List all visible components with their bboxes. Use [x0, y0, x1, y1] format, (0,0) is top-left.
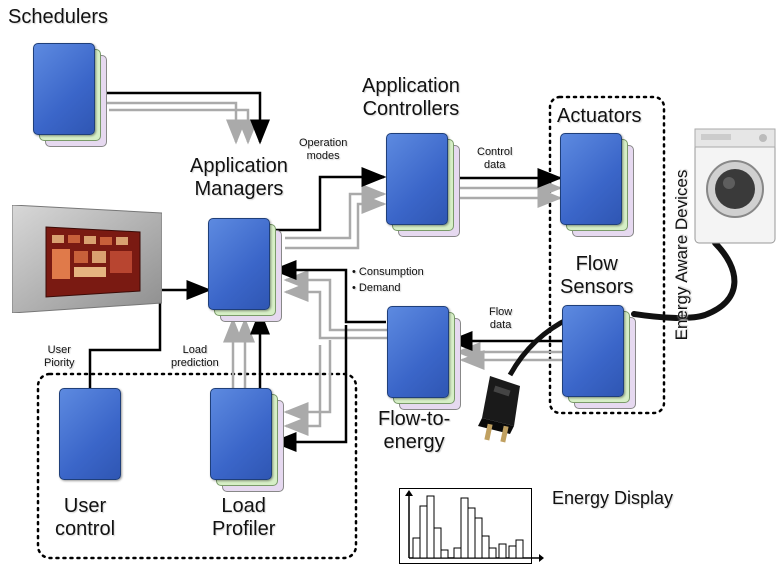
user-group-border: [36, 372, 358, 560]
application-managers-label: Application Managers: [190, 155, 288, 200]
bar-chart-icon: [399, 488, 544, 573]
application-controllers-label: Application Controllers: [362, 75, 460, 120]
flow-to-energy-label: Flow-to- energy: [378, 408, 451, 453]
demand-text: Demand: [358, 282, 401, 294]
application-controllers-stack: [386, 133, 461, 238]
power-plug-icon: [472, 368, 532, 443]
load-prediction-label: Load prediction: [171, 344, 219, 369]
flow-data-label: Flow data: [489, 306, 513, 331]
flow-sensors-stack: [562, 305, 637, 410]
consumption-text: Consumption: [358, 266, 424, 278]
load-profiler-stack: [210, 388, 285, 493]
user-control-label: User control: [55, 495, 116, 540]
control-data-label: Control data: [477, 146, 513, 171]
flow-sensors-label: Flow Sensors: [560, 253, 634, 298]
demand-label: • Demand: [352, 282, 401, 294]
energy-aware-devices-label: Energy Aware Devices: [672, 169, 691, 341]
user-control-stack: [59, 388, 121, 480]
flow-to-energy-stack: [387, 306, 462, 411]
schedulers-label: Schedulers: [8, 6, 109, 28]
operation-modes-label: Operation modes: [299, 137, 348, 162]
actuators-stack: [560, 133, 635, 238]
washing-machine-icon: [693, 127, 777, 245]
energy-display-label: Energy Display: [552, 488, 674, 508]
wall-panel-icon: [11, 204, 163, 314]
washer-cable: [631, 240, 738, 321]
load-profiler-label: Load Profiler: [212, 495, 276, 540]
consumption-label: • Consumption: [352, 266, 424, 278]
user-priority-label: User Piority: [44, 344, 75, 369]
actuators-label: Actuators: [557, 105, 642, 127]
actuators-group-border: [548, 95, 666, 415]
plug-cable: [507, 315, 572, 377]
schedulers-stack: [33, 43, 108, 148]
application-managers-stack: [208, 218, 283, 323]
